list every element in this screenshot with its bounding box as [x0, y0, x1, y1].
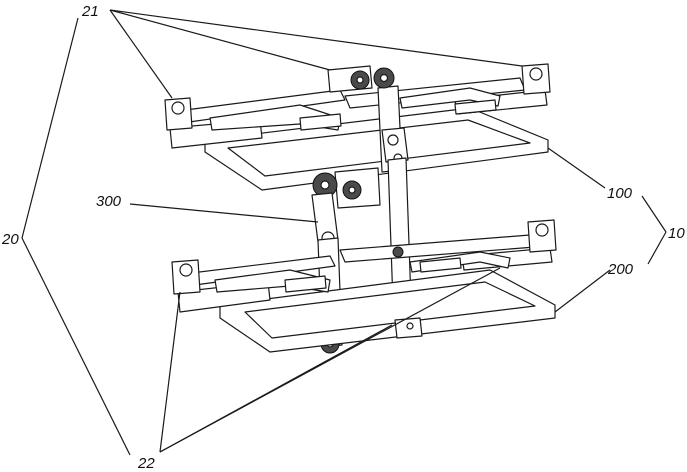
lower-pad-right — [419, 257, 462, 273]
lower-frame-assembly — [171, 219, 557, 353]
leader-300 — [129, 203, 319, 223]
leader-20-b — [21, 237, 131, 456]
upper-lever-right — [399, 87, 501, 109]
leader-21-b — [109, 9, 331, 71]
label-100: 100 — [607, 185, 633, 202]
lower-pad-left — [284, 275, 327, 293]
leader-10-a — [641, 195, 667, 233]
leader-22-a — [159, 291, 181, 453]
leader-22-c — [159, 267, 501, 453]
upper-left-clamp-bolt — [171, 101, 185, 115]
lower-right-clamp-bolt — [535, 223, 549, 237]
leader-20-a — [21, 17, 79, 239]
drive-gear-large-hub — [320, 180, 330, 190]
leader-100 — [547, 147, 606, 189]
label-200: 200 — [607, 261, 634, 278]
lower-center-pivot — [392, 246, 404, 258]
label-21: 21 — [81, 3, 99, 20]
lower-bottom-pin — [406, 322, 414, 330]
label-22: 22 — [137, 455, 155, 472]
drive-gear-small-hub — [348, 186, 356, 194]
reference-labels: 21 20 22 300 100 10 200 — [1, 3, 685, 472]
upper-pad-right — [454, 99, 497, 115]
label-300: 300 — [96, 193, 122, 210]
label-10: 10 — [668, 225, 685, 242]
upper-gear-right-hub — [379, 73, 389, 83]
leader-200 — [554, 269, 611, 313]
label-20: 20 — [1, 231, 19, 248]
upper-right-clamp-bolt — [529, 67, 543, 81]
leader-10-b — [647, 231, 667, 265]
lower-left-clamp-bolt — [179, 263, 193, 277]
upper-frame-assembly — [164, 63, 551, 333]
lower-rect-frame-inner — [244, 281, 536, 339]
upper-pad-left — [299, 113, 342, 131]
lower-left-clamp — [171, 259, 201, 295]
leader-21-a — [109, 9, 173, 99]
leader-lines — [21, 9, 667, 456]
upper-pivot-1 — [387, 134, 399, 146]
upper-gear-left-hub — [356, 76, 364, 84]
leader-21-c — [109, 9, 523, 67]
